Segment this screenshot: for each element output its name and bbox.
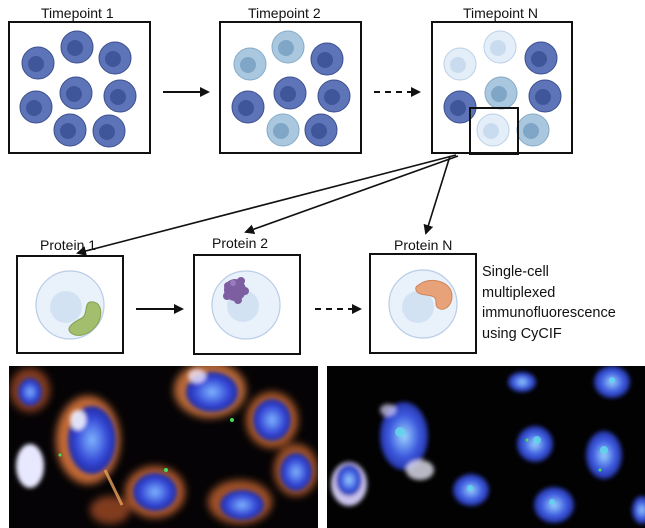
- arrow-icon: [423, 155, 451, 235]
- cell-icon: [443, 30, 562, 147]
- timepoint-n-label: Timepoint N: [463, 5, 538, 21]
- caption-line: immunofluorescence: [482, 305, 616, 321]
- protein-2-marker: [223, 277, 249, 304]
- microscopy-image-left: [9, 366, 318, 528]
- caption-line: using CyCIF: [482, 325, 562, 342]
- protein-n-panel: [369, 253, 477, 354]
- zoom-region-box: [469, 107, 519, 155]
- protein-1-marker: [68, 301, 102, 336]
- caption-line: multiplexed: [482, 284, 556, 301]
- protein-1-panel: [16, 255, 124, 354]
- protein-n-label: Protein N: [394, 237, 453, 253]
- timepoint-1-panel: [8, 21, 151, 154]
- timepoint-1-label: Timepoint 1: [41, 5, 114, 21]
- cycif-caption: Single-cell multiplexed immunofluorescen…: [482, 262, 616, 344]
- cell-icon: [231, 30, 351, 147]
- timepoint-n-panel: [431, 21, 573, 155]
- arrow-icon: [76, 154, 457, 256]
- arrow-icon: [244, 155, 459, 235]
- cell-icon: [19, 30, 137, 148]
- timepoint-2-panel: [219, 21, 362, 154]
- protein-2-label: Protein 2: [212, 235, 269, 251]
- timepoint-2-label: Timepoint 2: [248, 5, 321, 21]
- protein-n-marker: [415, 280, 453, 310]
- microscopy-image-right: [327, 366, 645, 528]
- protein-2-panel: [193, 254, 301, 355]
- caption-line: Single-cell: [482, 264, 549, 280]
